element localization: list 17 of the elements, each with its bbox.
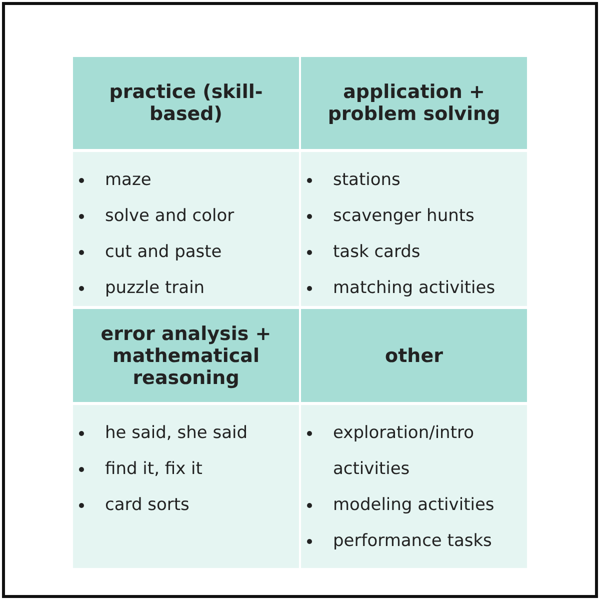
list-item: maze [75,162,152,198]
list-item: stations [303,162,400,198]
list-item: task cards [303,234,420,270]
table-header-cell: other [301,309,527,402]
list-item: matching activities [303,270,496,306]
list-item: performance tasks [303,523,492,559]
table-header-cell: application + problem solving [301,57,527,149]
list-item: he said, she said [75,415,248,451]
list-item: modeling activities [303,487,494,523]
table-header-cell: practice (skill-based) [73,57,299,149]
list-item: cut and paste [75,234,222,270]
list-item: find it, fix it [75,451,202,487]
table-header-cell: error analysis + mathematical reasoning [73,309,299,402]
list-item: puzzle train [75,270,205,306]
list-item: card sorts [75,487,190,523]
list-item: scavenger hunts [303,198,474,234]
list-item: solve and color [75,198,234,234]
